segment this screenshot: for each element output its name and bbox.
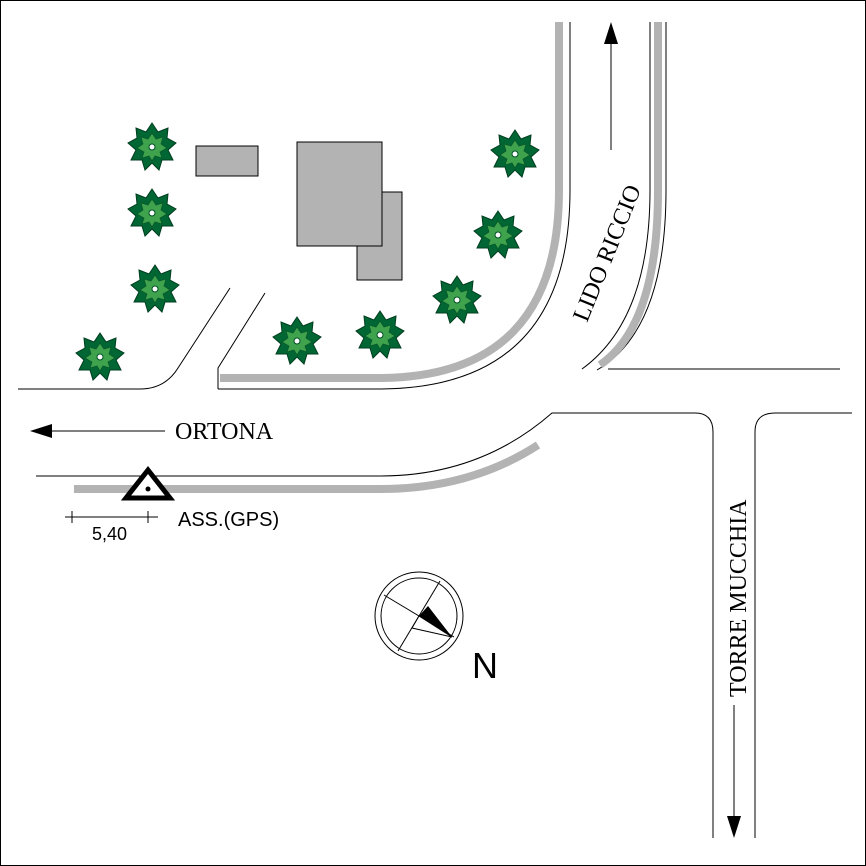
kerb-upper-curve: [220, 22, 563, 382]
label-measure: 5,40: [92, 524, 127, 544]
label-lido-riccio: LIDO RICCIO: [568, 181, 646, 325]
road-edge-lower-curve: [36, 412, 714, 838]
label-torre-mucchia: TORRE MUCCHIA: [726, 499, 752, 697]
road-edge-upper-inner: [217, 292, 266, 389]
arrow-ortona: [30, 424, 165, 438]
building-main: [296, 141, 383, 247]
label-north: N: [472, 645, 498, 686]
tree-icon: [130, 264, 180, 313]
kerb-lower-curve: [74, 441, 541, 493]
triangle-station-icon: [120, 465, 176, 501]
tree-icon: [490, 129, 540, 178]
measure-line: [65, 511, 158, 523]
road-edge-upper-curve: [218, 22, 571, 390]
tree-icon: [473, 210, 523, 259]
tree-icon: [127, 122, 177, 171]
kerb-lido-right: [597, 22, 662, 369]
arrow-torre-mucchia: [727, 705, 741, 838]
label-ass-gps: ASS.(GPS): [178, 509, 279, 531]
north-arrow-compass-icon: [374, 571, 464, 661]
tree-icon: [432, 275, 482, 324]
tree-icon: [127, 188, 177, 237]
label-ortona: ORTONA: [175, 419, 274, 445]
road-edge-lido-inner: [581, 22, 651, 370]
building-small: [195, 145, 259, 177]
tree-icon: [272, 316, 322, 365]
road-edge-torre-right: [754, 412, 852, 838]
tree-icon: [75, 332, 125, 381]
arrow-lido-riccio: [604, 22, 618, 150]
tree-icon: [355, 310, 405, 359]
road-edge-upper-left: [18, 287, 231, 390]
